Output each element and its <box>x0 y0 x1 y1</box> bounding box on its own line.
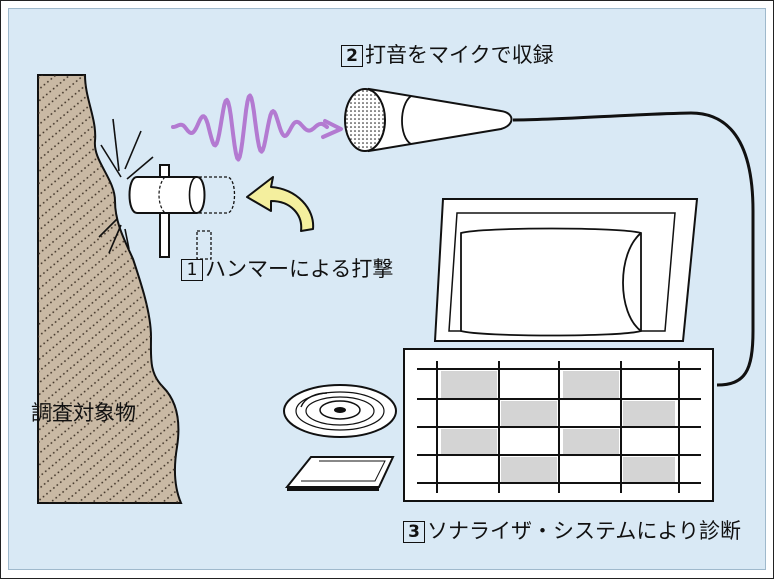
grid-cells <box>441 371 675 483</box>
step1-number: 1 <box>181 259 203 281</box>
impact-lines-icon <box>98 118 154 254</box>
step2-text: 打音をマイクで収録 <box>365 43 554 67</box>
swing-arrow-icon <box>246 176 315 232</box>
sound-wave-icon <box>171 93 343 162</box>
step3-number: 3 <box>403 521 425 543</box>
target-label: 調査対象物 <box>31 401 136 425</box>
step2-number: 2 <box>341 45 363 67</box>
floppy-disk-icon <box>284 456 395 491</box>
step3-text: ソナライザ・システムにより診断 <box>427 519 741 543</box>
disc-icon <box>283 384 397 438</box>
target-wall <box>37 74 183 504</box>
step1-text: ハンマーによる打撃 <box>205 257 394 281</box>
computer-icon <box>403 198 714 502</box>
cable <box>512 111 755 387</box>
microphone-icon <box>344 87 513 153</box>
hammer-icon <box>128 164 236 260</box>
